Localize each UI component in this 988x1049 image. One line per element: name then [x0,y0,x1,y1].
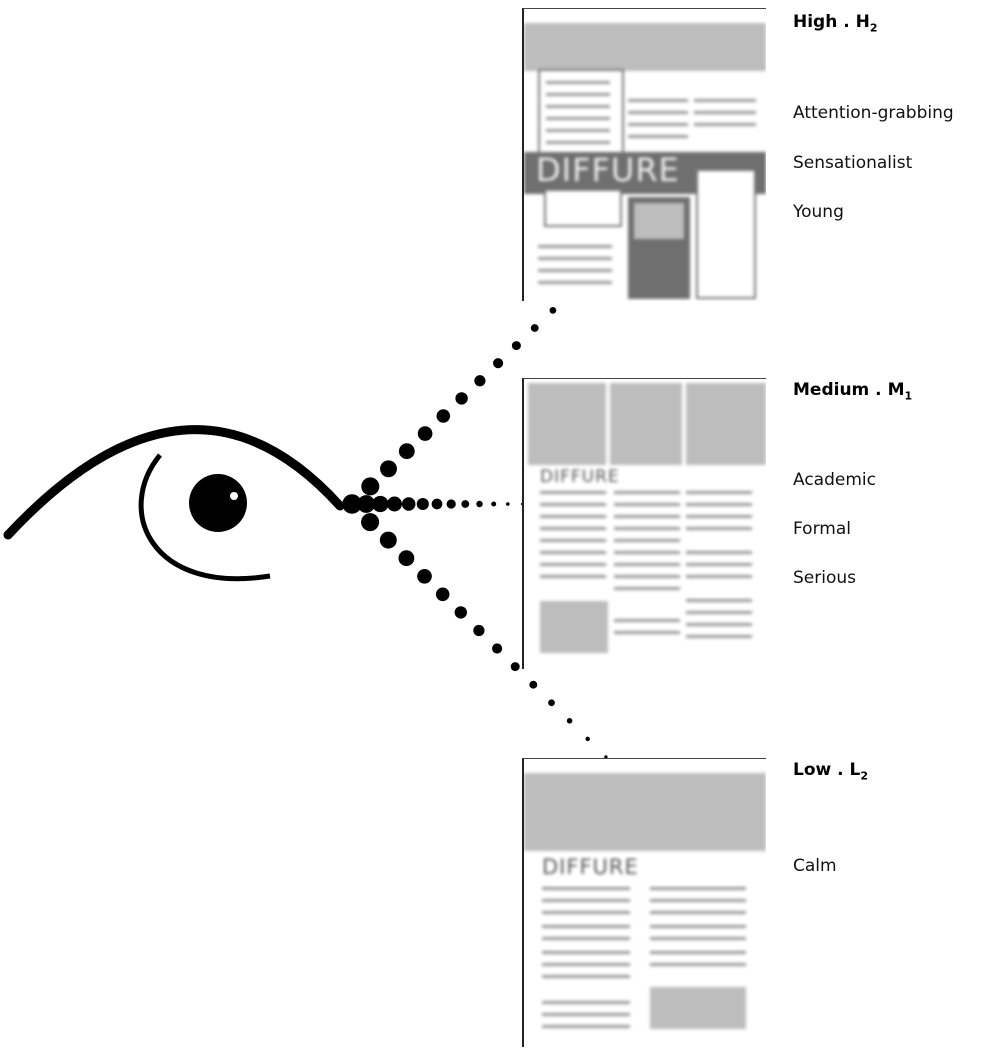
gaze-dot [379,531,397,549]
gaze-dot [357,495,376,513]
gaze-dot [510,662,520,672]
level-subscript: 2 [869,21,878,35]
eye-lower-arc [138,453,271,582]
gaze-dot [372,495,389,513]
gaze-dot [585,736,590,742]
gaze-dot [566,718,573,724]
eye-upper-lid [3,425,345,540]
level-subscript: 1 [904,389,913,403]
gaze-dot [474,375,486,387]
gaze-dot [454,606,467,619]
gaze-dot [491,501,497,507]
thumbnail-title: DIFFURE [540,467,620,487]
gaze-dot [473,624,485,637]
gaze-dot [387,496,402,512]
gaze-dot [417,568,432,584]
descriptor: Sensationalist [793,153,913,173]
gaze-dot [505,502,510,506]
descriptor: Young [793,202,844,222]
thumbnail-high: DIFFURE [522,8,766,301]
eye-highlight [230,492,238,500]
level-code: L [849,760,861,780]
gaze-dot [493,358,504,369]
descriptor: Attention-grabbing [793,103,954,123]
gaze-dots [336,238,628,777]
level-medium-title: Medium . M1 [793,380,913,403]
gaze-dot [431,498,443,510]
gaze-dot [398,443,415,460]
gaze-dot [342,494,362,514]
gaze-dot [416,497,429,511]
thumbnail-low: DIFFURE [522,758,766,1047]
gaze-dot [436,409,451,423]
gaze-ray-medium [342,494,524,514]
gaze-dot [511,341,521,351]
gaze-dot [476,500,483,508]
descriptor: Formal [793,519,851,539]
level-code: M [887,380,905,400]
gaze-dot [361,477,380,496]
level-name: Low [793,760,832,780]
gaze-ray-low [342,494,626,777]
level-name: Medium [793,380,870,400]
level-code: H [855,12,870,32]
level-name: High [793,12,838,32]
eye-pupil [189,474,247,532]
descriptor: Calm [793,856,837,876]
thumbnail-medium: DIFFURE [522,378,766,669]
level-low-title: Low . L2 [793,760,869,783]
gaze-dot [455,392,468,405]
gaze-dot [380,460,397,478]
gaze-dot [492,643,503,654]
gaze-dot [446,499,456,509]
gaze-dot [604,755,608,759]
thumbnail-title: DIFFURE [536,151,680,189]
gaze-dot [435,587,450,602]
gaze-dot [398,550,415,567]
gaze-dot [548,699,555,707]
gaze-dot [461,500,470,508]
gaze-dot [530,324,539,332]
gaze-dot [401,497,416,511]
gaze-dot [549,307,557,314]
level-high-title: High . H2 [793,12,878,35]
gaze-dot [336,501,344,509]
gaze-dot [361,513,380,532]
descriptor: Academic [793,470,876,490]
descriptor: Serious [793,568,856,588]
gaze-dot [529,680,538,689]
gaze-ray-high [342,238,628,514]
thumbnail-title: DIFFURE [542,855,639,879]
level-subscript: 2 [860,769,869,783]
gaze-dot [417,426,433,441]
